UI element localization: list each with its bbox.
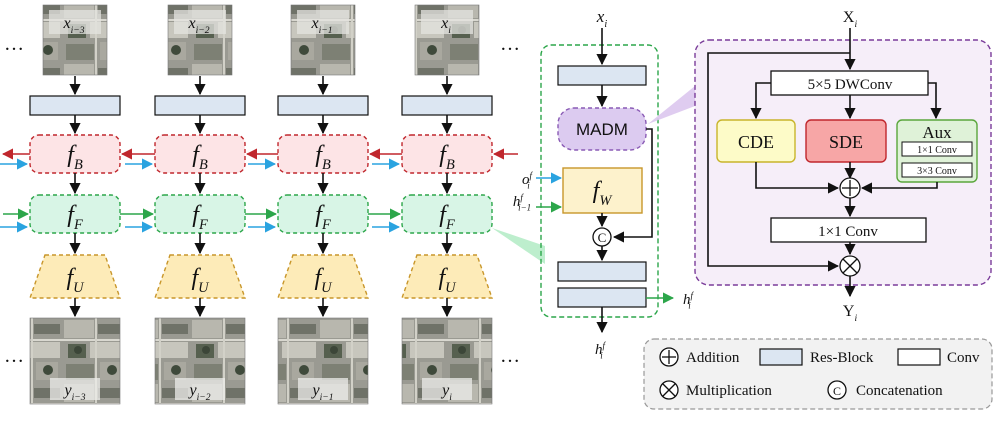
skip-connection-arrow [707, 52, 850, 272]
legend-conv-label: Conv [947, 350, 980, 366]
detail-input-label: xi [596, 7, 608, 30]
fu-label: fU [438, 265, 457, 296]
output-frame-label: yi−1 [310, 382, 333, 403]
ellipsis-bottom-right: … [500, 345, 520, 367]
fu-label: fU [191, 265, 210, 296]
dwconv-block [770, 70, 929, 96]
zoom-wedge-ff [492, 228, 545, 264]
legend-res-block-label: Res-Block [810, 350, 874, 366]
madm-label: MADM [576, 120, 628, 139]
conv1x1-block [770, 217, 927, 243]
input-frame-label-bg [174, 10, 226, 34]
cde-label: CDE [738, 132, 774, 152]
ff-label: fF [439, 202, 455, 233]
arrow-aux-to-add [860, 182, 938, 194]
dwconv-label: 5×5 DWConv [808, 77, 893, 93]
arrow-dw-to-cde [750, 82, 771, 120]
ff-detail-panel [540, 44, 659, 318]
sde-block [805, 119, 887, 163]
legend-res-block-icon [759, 348, 803, 366]
arrow-dw-to-aux [928, 82, 942, 120]
arrow-cde-to-add [755, 162, 840, 194]
legend-multiplication-icon-b [662, 383, 676, 397]
fb-label: fB [439, 142, 455, 173]
ellipsis-top-left: … [4, 33, 24, 55]
multiplication-x-b [842, 258, 858, 274]
legend-addition-label: Addition [686, 350, 740, 366]
ellipsis-bottom-left: … [4, 345, 24, 367]
concat-symbol: C [598, 230, 607, 245]
aux-conv3-block [901, 162, 973, 178]
detail-res-block-mid [557, 261, 647, 282]
ellipsis-top-right: … [500, 33, 520, 55]
fw-label: fW [593, 178, 614, 209]
legend-multiplication-label: Multiplication [686, 383, 772, 399]
input-frame-label-bg [297, 10, 349, 34]
input-frame-label: xi−3 [62, 15, 84, 36]
fb-label: fB [67, 142, 83, 173]
aux-title: Aux [922, 123, 952, 142]
fu-module [277, 254, 369, 299]
res-block [401, 95, 493, 116]
output-frame-label-bg [298, 378, 348, 400]
legend-conv-icon [897, 348, 941, 366]
output-frame-label: yi−2 [187, 382, 210, 403]
detail-res-block-bottom [557, 287, 647, 308]
fu-label: fU [314, 265, 333, 296]
legend-concatenation-label: Concatenation [856, 383, 943, 399]
legend-concatenation-symbol: C [833, 384, 841, 398]
conv1x1-label: 1×1 Conv [818, 224, 878, 240]
input-frame-label: xi−2 [187, 15, 209, 36]
res-block [29, 95, 121, 116]
aux-conv3-label: 3×3 Conv [917, 166, 957, 177]
output-frame-label: yi−3 [62, 382, 85, 403]
aux-conv1-label: 1×1 Conv [917, 145, 957, 156]
input-frame-label-bg [49, 10, 101, 34]
aux-conv1-block [901, 141, 973, 157]
ff-label: fF [67, 202, 83, 233]
output-frame-label: yi [440, 382, 452, 403]
fb-label: fB [192, 142, 208, 173]
detail-res-block-top [557, 65, 647, 86]
fu-module [154, 254, 246, 299]
sde-label: SDE [829, 132, 863, 152]
res-block [154, 95, 246, 116]
madm-input-label: Xi [843, 9, 858, 30]
input-frame-label-bg [421, 10, 473, 34]
legend-concatenation-icon [827, 380, 847, 400]
ff-label: fF [192, 202, 208, 233]
input-frame-label: xi [440, 15, 451, 36]
fu-module [29, 254, 121, 299]
ff-label: fF [315, 202, 331, 233]
output-frame-label-bg [422, 378, 472, 400]
madm-output-label: Yi [843, 303, 858, 324]
output-frame-label-bg [175, 378, 225, 400]
fb-label: fB [315, 142, 331, 173]
res-block [277, 95, 369, 116]
arrow-madm-to-concat [612, 128, 653, 243]
fu-module [401, 254, 493, 299]
output-frame-label-bg [50, 378, 100, 400]
input-frame-label: xi−1 [310, 15, 332, 36]
zoom-wedge-madm [648, 86, 695, 124]
fu-label: fU [66, 265, 85, 296]
